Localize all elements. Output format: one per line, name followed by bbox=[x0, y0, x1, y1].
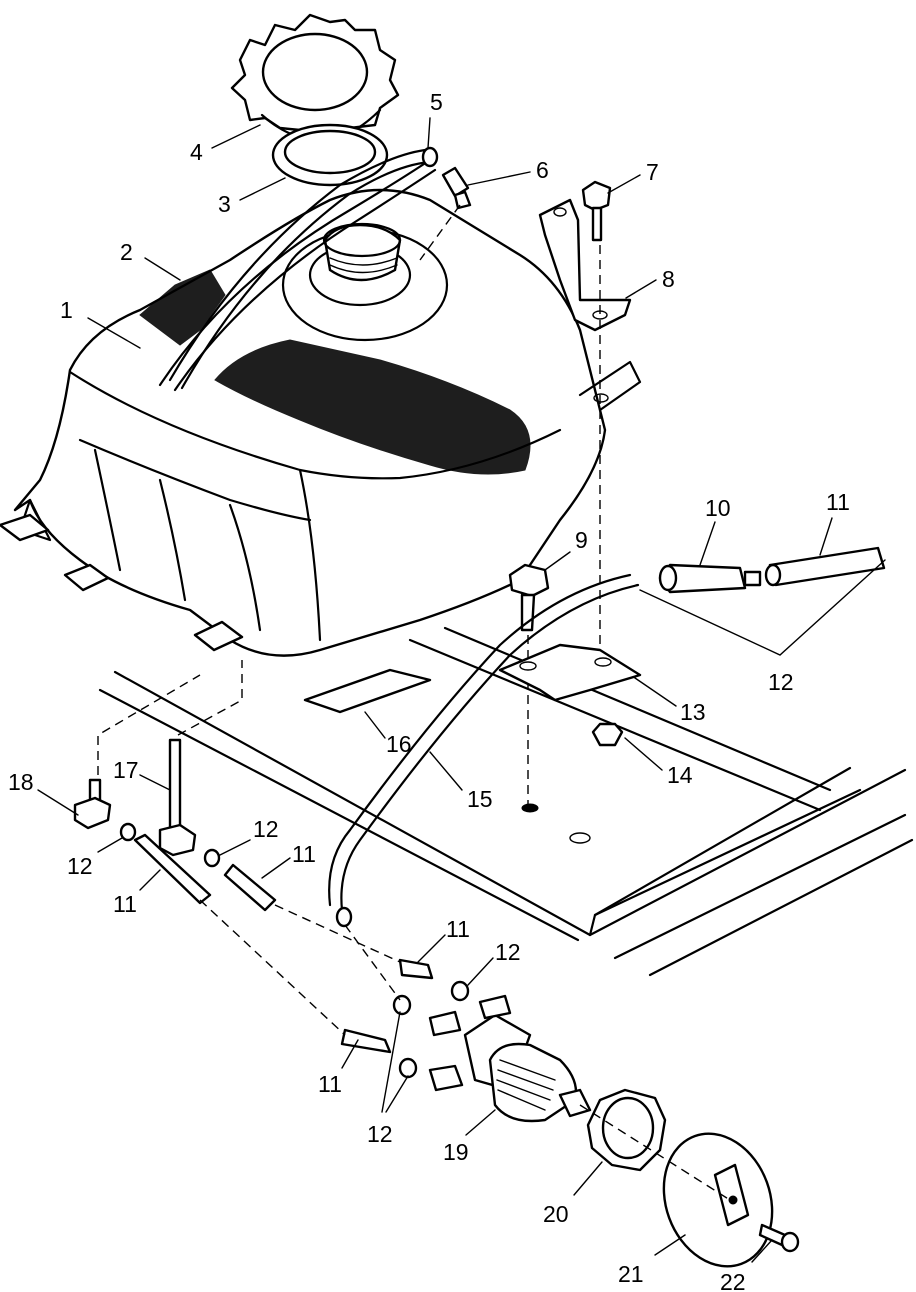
callout-14: 14 bbox=[667, 762, 693, 788]
callout-12-bottom: 12 bbox=[367, 1121, 393, 1147]
callout-16: 16 bbox=[386, 731, 412, 757]
callout-11-right: 11 bbox=[446, 916, 470, 942]
hose-11-right bbox=[764, 546, 886, 587]
fuel-hose-15 bbox=[328, 573, 640, 928]
bolt-9 bbox=[508, 563, 550, 632]
callout-20: 20 bbox=[543, 1201, 569, 1227]
callout-21: 21 bbox=[618, 1261, 644, 1287]
callout-12-filter: 12 bbox=[768, 669, 794, 695]
screw-22 bbox=[758, 1223, 800, 1253]
vent-hose bbox=[168, 146, 439, 390]
callout-labels: 1 2 3 4 5 6 7 8 9 10 11 12 13 14 15 16 1… bbox=[8, 89, 850, 1292]
callout-7: 7 bbox=[646, 159, 659, 185]
pad-16 bbox=[303, 668, 432, 714]
inline-filter bbox=[658, 563, 762, 594]
fitting-17 bbox=[158, 738, 197, 857]
callout-11-mid: 11 bbox=[292, 841, 316, 867]
callout-6: 6 bbox=[536, 157, 549, 183]
bolt-7 bbox=[581, 180, 612, 242]
bracket-13 bbox=[498, 643, 642, 702]
callout-2: 2 bbox=[120, 239, 133, 265]
callout-15: 15 bbox=[467, 786, 493, 812]
callout-4: 4 bbox=[190, 139, 203, 165]
callout-12-left: 12 bbox=[67, 853, 93, 879]
fuel-valve bbox=[428, 994, 592, 1123]
callout-12-right: 12 bbox=[495, 939, 521, 965]
callout-5: 5 bbox=[430, 89, 443, 115]
callout-19: 19 bbox=[443, 1139, 469, 1165]
callout-1: 1 bbox=[60, 297, 73, 323]
fitting-18 bbox=[73, 778, 112, 830]
callout-3: 3 bbox=[218, 191, 231, 217]
callout-22: 22 bbox=[720, 1269, 746, 1292]
fuel-cap bbox=[230, 13, 400, 142]
callout-8: 8 bbox=[662, 266, 675, 292]
valve-knob bbox=[662, 1132, 774, 1268]
callout-17: 17 bbox=[113, 757, 139, 783]
cap-gasket bbox=[271, 123, 389, 187]
vent-fitting bbox=[441, 166, 472, 210]
callout-10: 10 bbox=[705, 495, 731, 521]
leader-lines bbox=[37, 117, 833, 1263]
callout-12-mid: 12 bbox=[253, 816, 279, 842]
callout-11-bottom: 11 bbox=[318, 1071, 342, 1097]
nut-14 bbox=[591, 722, 624, 747]
hose-11-short bbox=[133, 833, 434, 1054]
callout-11-left: 11 bbox=[113, 891, 137, 917]
callout-11-filter-hose: 11 bbox=[826, 489, 850, 515]
callout-9: 9 bbox=[575, 527, 588, 553]
valve-nut bbox=[586, 1088, 667, 1172]
callout-13: 13 bbox=[680, 699, 706, 725]
callout-18: 18 bbox=[8, 769, 34, 795]
